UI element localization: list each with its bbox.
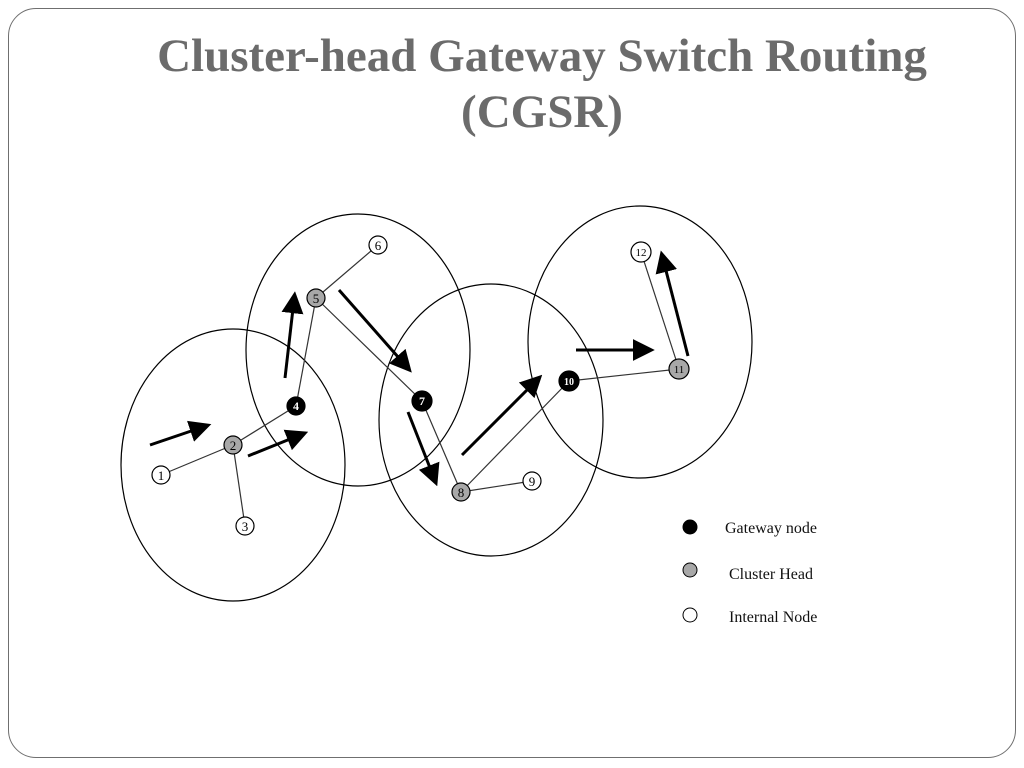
node-5-label: 5 — [313, 291, 320, 306]
title-line-2: (CGSR) — [461, 86, 623, 138]
route-arrow-5 — [406, 411, 440, 487]
link-7-8 — [421, 400, 462, 493]
link-2-3 — [232, 444, 246, 527]
legend-cluster-head-label: Cluster Head — [729, 566, 813, 583]
route-arrows — [149, 250, 690, 487]
node-2-label: 2 — [230, 438, 237, 453]
node-6: 6 — [368, 235, 388, 255]
node-3: 3 — [235, 516, 255, 536]
node-9-circle — [522, 471, 542, 491]
node-11-label: 11 — [674, 364, 685, 376]
legend-gateway-marker — [682, 519, 698, 535]
node-10-label: 10 — [564, 377, 574, 388]
node-8: 8 — [451, 482, 471, 502]
node-7: 7 — [411, 390, 433, 412]
node-9-label: 9 — [529, 474, 536, 489]
title-line-1: Cluster-head Gateway Switch Routing — [157, 30, 927, 82]
clusters — [120, 205, 753, 602]
route-arrow-8 — [655, 250, 690, 357]
node-11-circle — [668, 358, 690, 380]
link-8-10 — [460, 380, 570, 493]
slide-frame — [8, 8, 1016, 758]
cluster-ellipse-3 — [378, 283, 604, 557]
node-3-circle — [235, 516, 255, 536]
node-5-circle — [306, 288, 326, 308]
node-7-circle — [411, 390, 433, 412]
link-10-11 — [568, 368, 680, 382]
node-4-label: 4 — [293, 399, 299, 413]
route-arrow-4 — [337, 289, 412, 373]
links — [160, 244, 680, 527]
link-5-7 — [315, 297, 423, 402]
node-7-label: 7 — [419, 394, 425, 408]
node-2-circle — [223, 435, 243, 455]
slide-title: Cluster-head Gateway Switch Routing (CGS… — [0, 28, 1024, 140]
route-arrow-2 — [247, 429, 309, 458]
node-5: 5 — [306, 288, 326, 308]
node-9: 9 — [522, 471, 542, 491]
node-8-circle — [451, 482, 471, 502]
link-11-12 — [640, 251, 680, 370]
link-2-4 — [232, 405, 297, 446]
node-6-circle — [368, 235, 388, 255]
node-2: 2 — [223, 435, 243, 455]
legend-internal-label: Internal Node — [729, 609, 817, 626]
node-10: 10 — [558, 370, 580, 392]
node-12: 12 — [630, 241, 652, 263]
node-4: 4 — [286, 396, 306, 416]
legend-gateway-label: Gateway node — [725, 520, 817, 537]
cluster-ellipse-4 — [527, 205, 753, 479]
link-8-9 — [460, 480, 533, 493]
node-8-label: 8 — [458, 485, 465, 500]
cluster-ellipse-1 — [120, 328, 346, 602]
link-4-5 — [295, 297, 317, 407]
node-4-circle — [286, 396, 306, 416]
node-12-circle — [630, 241, 652, 263]
node-12-label: 12 — [636, 247, 647, 259]
node-1: 1 — [151, 465, 171, 485]
link-5-6 — [315, 244, 379, 299]
node-11: 11 — [668, 358, 690, 380]
node-1-label: 1 — [158, 468, 165, 483]
legend-cluster-head-marker — [682, 562, 698, 578]
legend: Gateway node Cluster Head Internal Node — [682, 519, 817, 626]
node-10-circle — [558, 370, 580, 392]
route-arrow-3 — [281, 291, 304, 379]
nodes: 1 2 3 4 5 6 7 — [151, 235, 690, 536]
legend-internal-marker — [682, 607, 698, 623]
node-6-label: 6 — [375, 238, 382, 253]
route-arrow-6 — [460, 374, 543, 457]
node-3-label: 3 — [242, 519, 249, 534]
cluster-ellipse-2 — [245, 213, 471, 487]
link-1-2 — [160, 444, 234, 476]
node-1-circle — [151, 465, 171, 485]
route-arrow-1 — [149, 420, 212, 447]
